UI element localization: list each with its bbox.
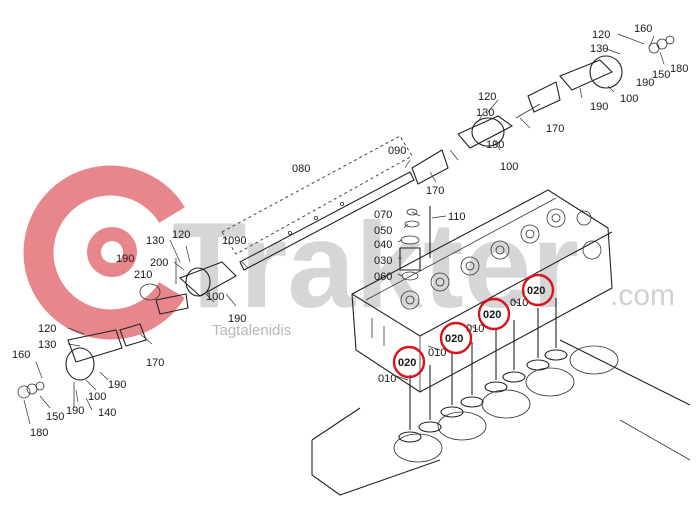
label-120-mid: 120 [478, 91, 496, 103]
highlight-ring-020-a [392, 345, 426, 379]
rocker-shaft-assembly [221, 135, 415, 271]
label-120-front: 120 [172, 229, 190, 241]
label-180-left: 180 [30, 427, 48, 439]
label-100-left: 100 [88, 391, 106, 403]
label-010-d: 010 [510, 297, 528, 309]
cylinder-head [351, 189, 613, 393]
highlight-ring-020-b [439, 321, 473, 355]
label-130-mid: 130 [476, 107, 494, 119]
part-labels: 120 130 160 150 180 190 190 100 120 130 … [12, 23, 688, 439]
watermark-author: Tagtalenidis [212, 322, 291, 339]
rocker-arm-mid [411, 103, 541, 185]
label-140: 140 [98, 407, 116, 419]
label-160-left: 160 [12, 349, 30, 361]
label-110: 110 [448, 211, 466, 223]
label-190-left-2: 190 [66, 405, 84, 417]
label-030: 030 [374, 255, 392, 267]
label-010-a: 010 [378, 373, 396, 385]
watermark-brand: Trakter [172, 197, 579, 333]
label-210: 210 [134, 269, 152, 281]
trakter-logo [23, 165, 185, 340]
label-130-front: 130 [146, 235, 164, 247]
label-190-left: 190 [108, 379, 126, 391]
rocker-arm-left [17, 323, 147, 408]
label-190-front-2: 190 [228, 313, 246, 325]
label-100-mid: 100 [500, 161, 518, 173]
label-170-mid: 170 [546, 123, 564, 135]
label-010-b: 010 [428, 347, 446, 359]
highlight-ring-020-d [521, 273, 555, 307]
label-1090: 1090 [222, 235, 246, 247]
rocker-arm-front [139, 258, 237, 315]
valve-spring-stack [399, 206, 431, 281]
highlight-ring-020-c [477, 297, 511, 331]
label-020-d: 020 [527, 285, 545, 297]
label-120-left: 120 [38, 323, 56, 335]
engine-block [311, 339, 691, 496]
label-200: 200 [150, 257, 168, 269]
label-120-rear: 120 [592, 29, 610, 41]
label-130-left: 130 [38, 339, 56, 351]
highlighted-020-labels: 020 020 020 020 [392, 273, 555, 379]
label-100-front: 100 [206, 291, 224, 303]
label-060: 060 [374, 271, 392, 283]
label-170-front: 170 [146, 357, 164, 369]
label-150-rear: 150 [652, 69, 670, 81]
leader-lines [23, 33, 665, 425]
valve-set [398, 298, 568, 443]
label-090: 090 [388, 145, 406, 157]
label-160-rear: 160 [634, 23, 652, 35]
label-130-rear: 130 [590, 43, 608, 55]
label-190-mid: 190 [486, 139, 504, 151]
label-020-a: 020 [398, 357, 416, 369]
label-190-rear-2: 190 [590, 101, 608, 113]
rocker-arm-rear [527, 35, 675, 113]
label-190-rear: 190 [636, 77, 654, 89]
label-040: 040 [374, 239, 392, 251]
label-100-rear: 100 [620, 93, 638, 105]
watermark-domain: .com [610, 279, 675, 312]
watermark: Trakter .com Tagtalenidis [23, 165, 675, 340]
label-080: 080 [292, 163, 310, 175]
label-020-b: 020 [445, 333, 463, 345]
label-190-front: 190 [116, 253, 134, 265]
label-070: 070 [374, 209, 392, 221]
label-170-upper: 170 [426, 185, 444, 197]
label-050: 050 [374, 225, 392, 237]
label-020-c: 020 [483, 309, 501, 321]
label-180-rear: 180 [670, 63, 688, 75]
label-150-left: 150 [46, 411, 64, 423]
